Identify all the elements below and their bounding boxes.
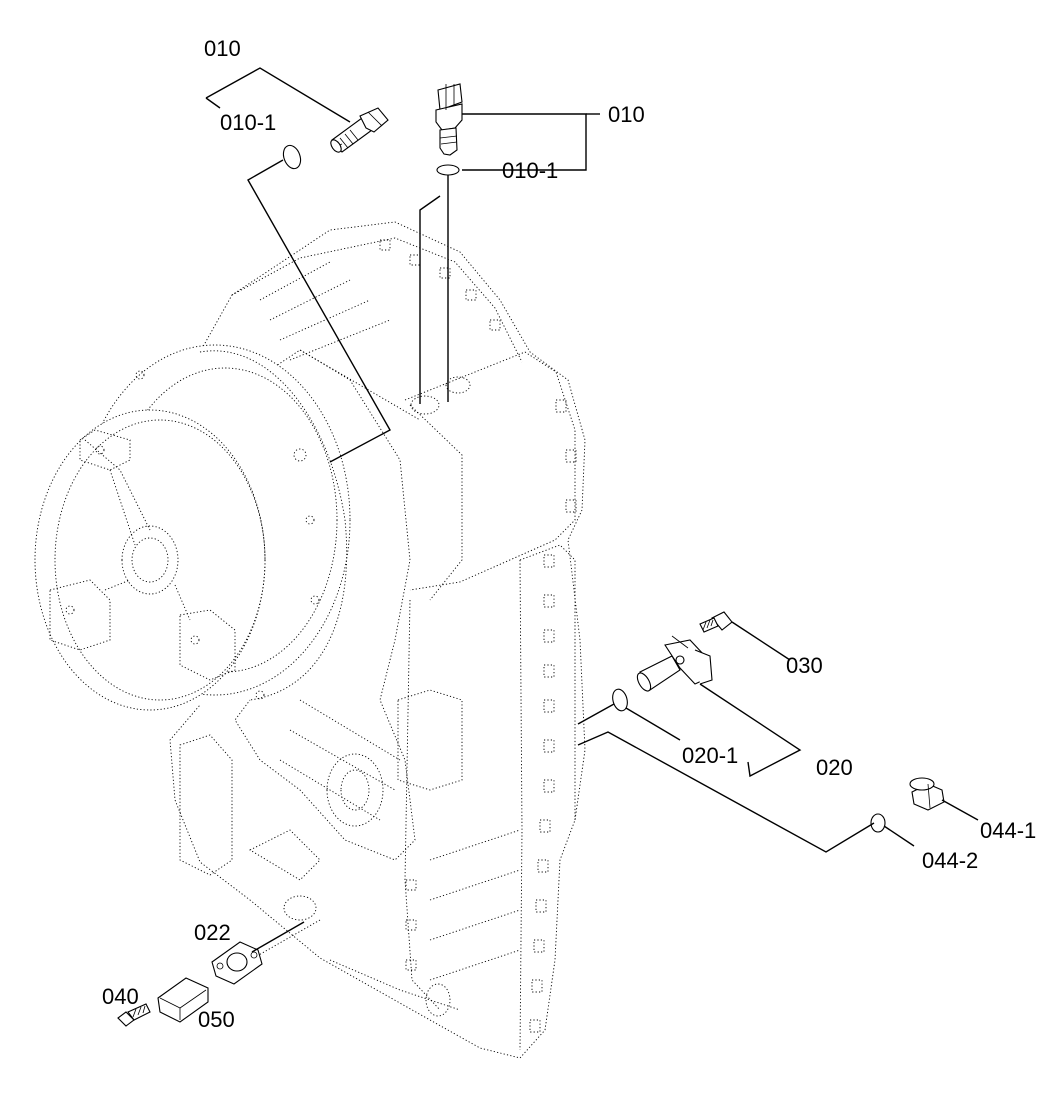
label-020-1: 020-1 [682, 743, 738, 768]
transmission-housing [169, 221, 586, 1059]
gasket-022 [211, 941, 263, 985]
oring-010-1-left [282, 144, 302, 170]
label-010-1-right: 010-1 [502, 158, 558, 183]
sensor-020 [636, 635, 713, 692]
label-044-1: 044-1 [980, 818, 1036, 843]
bolt-040 [117, 1003, 151, 1027]
label-030: 030 [786, 653, 823, 678]
cover-050 [157, 977, 209, 1023]
sensor-010-left [330, 107, 389, 153]
oring-010-1-right [436, 164, 460, 176]
label-010-left: 010 [204, 36, 241, 61]
plug-044-1 [909, 777, 945, 811]
leader-lines [205, 67, 979, 953]
label-010-right: 010 [608, 102, 645, 127]
label-020: 020 [816, 755, 853, 780]
sensor-010-right [435, 83, 463, 156]
label-044-2: 044-2 [922, 848, 978, 873]
housing-bolt-holes [379, 239, 577, 1033]
oring-044-2 [870, 813, 886, 833]
converter-bell [34, 344, 351, 711]
bolt-030 [699, 611, 733, 633]
label-010-1-left: 010-1 [220, 110, 276, 135]
label-022: 022 [194, 920, 231, 945]
label-040: 040 [102, 984, 139, 1009]
oring-020-1 [612, 688, 628, 712]
part-labels: 010 010-1 010 010-1 030 020-1 020 044-1 … [102, 36, 1036, 1032]
label-050: 050 [198, 1007, 235, 1032]
